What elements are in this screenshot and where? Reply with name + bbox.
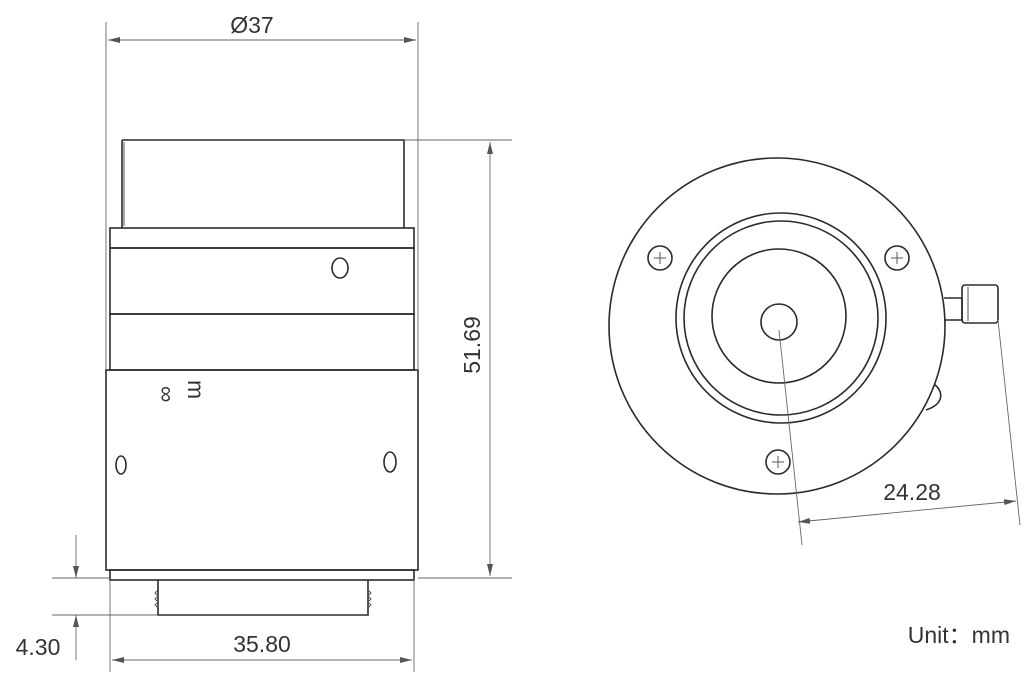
diameter-dimension: Ø37 bbox=[105, 12, 419, 370]
knob-offset-label: 24.28 bbox=[883, 479, 941, 505]
infinity-marking: ∞ bbox=[154, 386, 180, 402]
focus-screw-hole bbox=[331, 257, 349, 279]
length-label: 51.69 bbox=[459, 316, 485, 374]
unit-note: Unit：mm bbox=[908, 622, 1010, 648]
lens-front-cap bbox=[121, 139, 405, 228]
flange-offset-label: 4.30 bbox=[16, 634, 61, 660]
thread-marks bbox=[154, 589, 372, 609]
front-view bbox=[608, 157, 999, 495]
lens-barrel bbox=[105, 369, 419, 571]
c-mount-thread bbox=[157, 580, 369, 616]
aperture bbox=[760, 303, 798, 341]
barrel-hole-left bbox=[115, 455, 127, 475]
side-notch bbox=[925, 383, 942, 411]
length-dimension: 51.69 bbox=[404, 139, 512, 579]
focus-ring-top bbox=[109, 227, 415, 249]
front-ring-outer bbox=[675, 212, 887, 424]
barrel-hole-right bbox=[383, 451, 397, 473]
focus-ring bbox=[109, 247, 415, 315]
locking-knob bbox=[944, 284, 999, 324]
outer-body-circle bbox=[608, 157, 946, 495]
mount-flange bbox=[109, 569, 415, 581]
screw-top-right-icon bbox=[884, 245, 910, 271]
knob-offset-dimension: 24.28 bbox=[778, 319, 1021, 546]
meter-marking: m bbox=[183, 380, 209, 399]
diameter-label: Ø37 bbox=[230, 12, 273, 38]
screw-bottom-icon bbox=[765, 449, 791, 475]
flange-dimension: 4.30 bbox=[16, 535, 158, 660]
side-view: ∞ m bbox=[105, 139, 419, 616]
iris-ring bbox=[109, 313, 415, 371]
front-ring-inner bbox=[683, 220, 879, 416]
mount-diameter-label: 35.80 bbox=[233, 631, 291, 657]
lens-element bbox=[711, 248, 847, 384]
mount-dimension: 35.80 bbox=[109, 580, 415, 672]
screw-top-left-icon bbox=[647, 245, 673, 271]
